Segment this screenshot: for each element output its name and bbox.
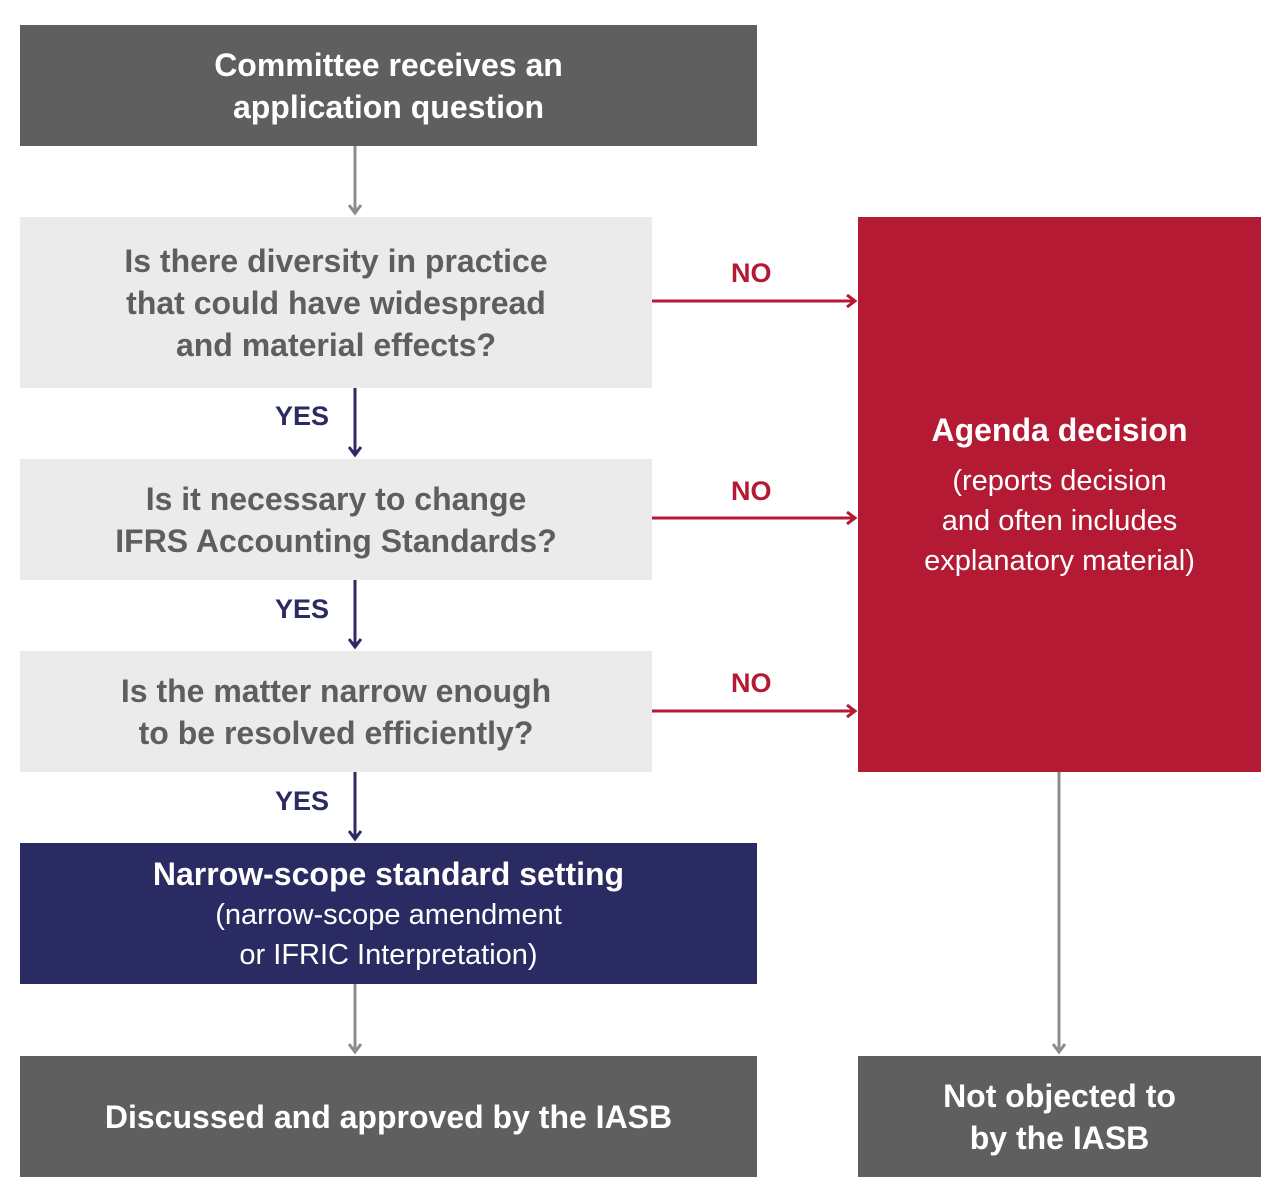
narrow-scope-box: Narrow-scope standard setting (narrow-sc… bbox=[20, 843, 757, 984]
question-change-standards-box: Is it necessary to change IFRS Accountin… bbox=[20, 459, 652, 580]
question-diversity-line-2: that could have widespread bbox=[126, 284, 546, 321]
start-line-1: Committee receives an bbox=[214, 46, 563, 83]
agenda-decision-line-3: explanatory material) bbox=[924, 544, 1195, 577]
yes-label-q1: YES bbox=[275, 401, 330, 431]
approved-text: Discussed and approved by the IASB bbox=[104, 1098, 673, 1135]
not-objected-line-2: by the IASB bbox=[969, 1119, 1150, 1156]
yes-label-q3: YES bbox=[275, 786, 330, 816]
question-change-standards-line-1: Is it necessary to change bbox=[145, 480, 527, 517]
no-label-q1: NO bbox=[731, 258, 772, 288]
narrow-scope-line-1: (narrow-scope amendment bbox=[215, 898, 562, 931]
agenda-decision-line-1: (reports decision bbox=[952, 464, 1167, 497]
start-box: Committee receives an application questi… bbox=[20, 25, 757, 146]
start-line-2: application question bbox=[232, 88, 545, 125]
no-label-q3: NO bbox=[731, 668, 772, 698]
question-narrow-enough-box: Is the matter narrow enough to be resolv… bbox=[20, 651, 652, 772]
not-objected-line-1: Not objected to bbox=[943, 1077, 1176, 1114]
question-diversity-box: Is there diversity in practice that coul… bbox=[20, 217, 652, 388]
narrow-scope-title: Narrow-scope standard setting bbox=[152, 855, 625, 892]
no-label-q2: NO bbox=[731, 476, 772, 506]
agenda-decision-title: Agenda decision bbox=[931, 411, 1188, 448]
question-narrow-enough-line-1: Is the matter narrow enough bbox=[120, 672, 552, 709]
question-change-standards-line-2: IFRS Accounting Standards? bbox=[115, 522, 557, 559]
yes-label-q2: YES bbox=[275, 594, 330, 624]
question-diversity-line-1: Is there diversity in practice bbox=[124, 242, 548, 279]
agenda-decision-line-2: and often includes bbox=[941, 504, 1178, 537]
narrow-scope-line-2: or IFRIC Interpretation) bbox=[239, 938, 538, 971]
not-objected-box: Not objected to by the IASB bbox=[858, 1056, 1261, 1177]
approved-box: Discussed and approved by the IASB bbox=[20, 1056, 757, 1177]
question-diversity-line-3: and material effects? bbox=[175, 326, 497, 363]
agenda-decision-box: Agenda decision (reports decision and of… bbox=[858, 217, 1261, 772]
question-narrow-enough-line-2: to be resolved efficiently? bbox=[138, 714, 534, 751]
